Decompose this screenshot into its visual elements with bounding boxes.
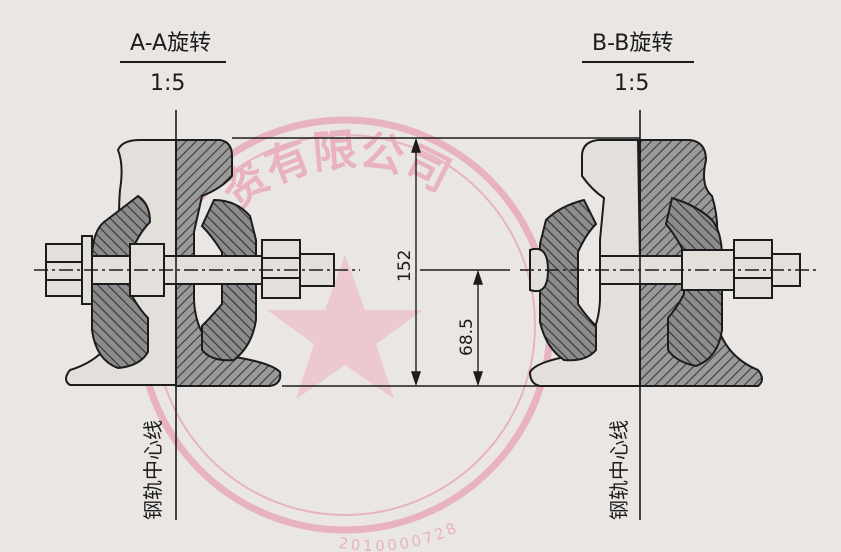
rail-centerline-label-right: 钢轨中心线 [607,420,631,520]
left-view-scale: 1:5 [150,71,185,96]
left-view-name: A-A旋转 [130,31,211,56]
dimension-68-5: 68.5 [457,318,477,356]
right-rail-section [528,139,801,387]
right-view-name: B-B旋转 [592,31,673,56]
dimension-152: 152 [395,250,415,282]
rail-centerline-label-left: 钢轨中心线 [141,420,165,520]
left-rail-section [45,139,335,387]
stamp-text: 资有限公司 [213,125,459,220]
left-view-title: A-A旋转 1:5 [120,31,226,96]
dimension-lines [232,137,640,387]
right-view-title: B-B旋转 1:5 [582,31,694,96]
right-view-scale: 1:5 [614,71,649,96]
